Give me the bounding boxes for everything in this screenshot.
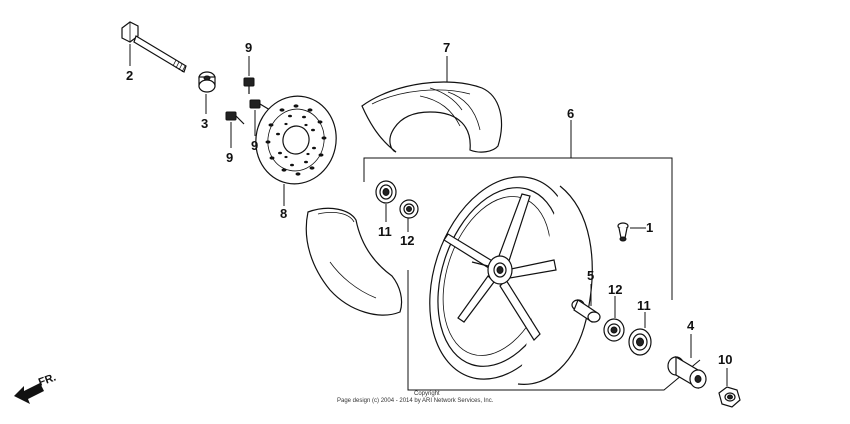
dust-seal-left[interactable] xyxy=(399,199,419,219)
copyright-notice: Page design (c) 2004 - 2014 by ARI Netwo… xyxy=(337,398,494,404)
direction-label: FR. xyxy=(37,371,58,388)
collar-part[interactable] xyxy=(198,71,216,93)
disc-bolt-middle[interactable] xyxy=(249,99,271,111)
disc-bolt-upper[interactable] xyxy=(243,77,255,94)
callout-8: 8 xyxy=(280,206,287,221)
callout-5: 5 xyxy=(587,268,594,283)
callout-11-left: 11 xyxy=(378,224,392,239)
direction-arrow-icon xyxy=(14,383,44,404)
distance-collar-part[interactable] xyxy=(571,299,601,323)
callout-10: 10 xyxy=(718,352,732,367)
tire-lower-section xyxy=(305,207,403,316)
callout-11-right: 11 xyxy=(637,298,651,313)
callout-12-left: 12 xyxy=(400,233,414,248)
dust-seal-right[interactable] xyxy=(603,318,625,342)
tire-part[interactable] xyxy=(361,81,503,153)
valve-stem-part[interactable] xyxy=(617,222,629,242)
callout-9-upper: 9 xyxy=(245,40,252,55)
callout-2: 2 xyxy=(126,68,133,83)
callout-9-lower-right: 9 xyxy=(251,138,258,153)
brake-disc-part[interactable] xyxy=(248,89,345,192)
callout-1: 1 xyxy=(646,220,653,235)
callout-6: 6 xyxy=(567,106,574,121)
callout-7: 7 xyxy=(443,40,450,55)
callout-12-right: 12 xyxy=(608,282,622,297)
wheel-part[interactable] xyxy=(405,158,599,398)
disc-bolt-lower[interactable] xyxy=(225,111,245,125)
bearing-left[interactable] xyxy=(375,180,397,204)
callout-9-lower-left: 9 xyxy=(226,150,233,165)
front-direction-indicator: FR. xyxy=(14,371,58,404)
axle-nut-part[interactable] xyxy=(718,386,741,408)
copyright-title: Copyright xyxy=(414,391,440,397)
callout-4: 4 xyxy=(687,318,695,333)
callout-3: 3 xyxy=(201,116,208,131)
bearing-right[interactable] xyxy=(628,328,652,356)
axle-bolt-part[interactable] xyxy=(121,21,187,73)
side-collar-part[interactable] xyxy=(667,355,707,390)
